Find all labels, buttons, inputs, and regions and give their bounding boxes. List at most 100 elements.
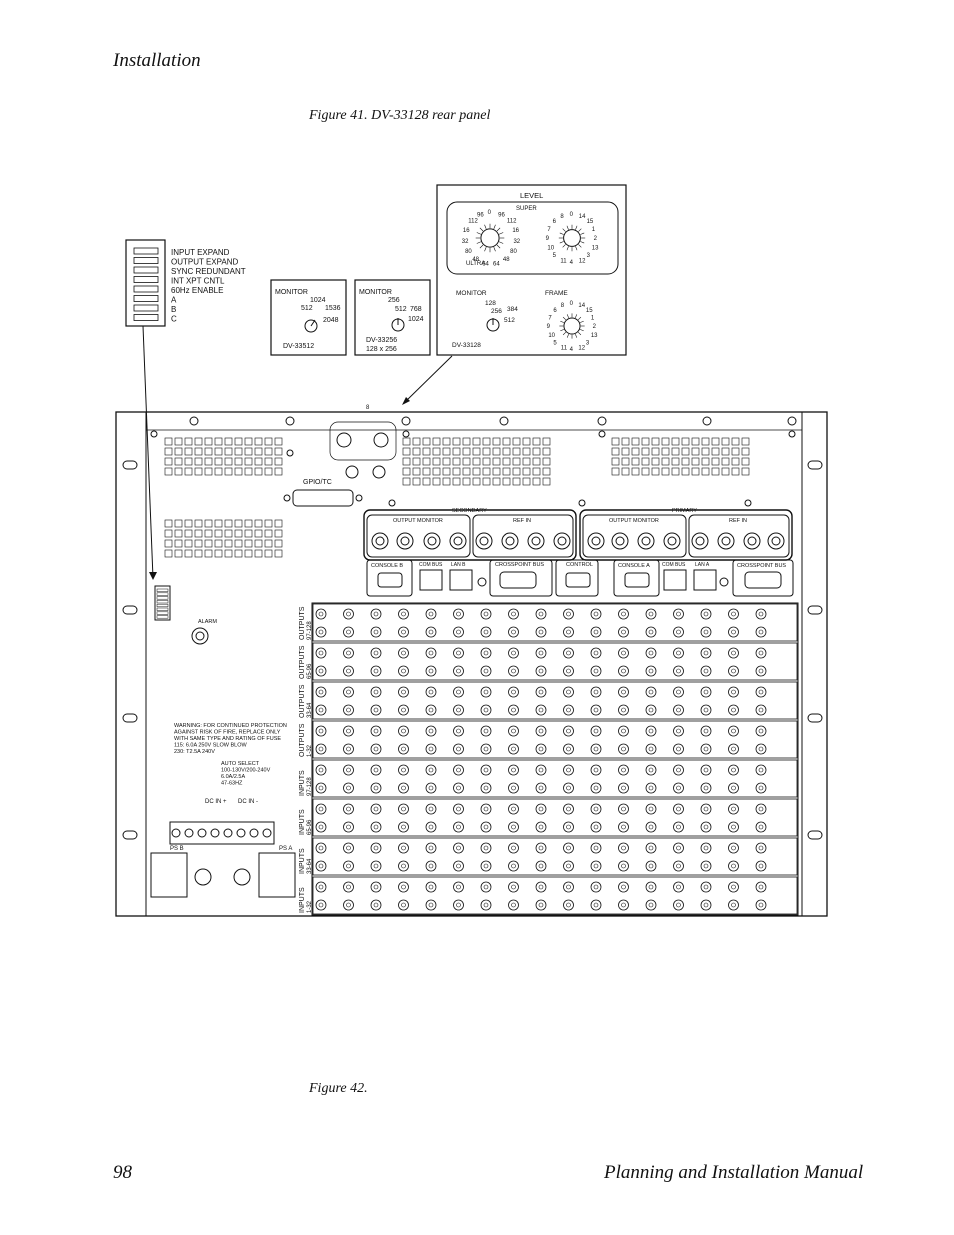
bnc-connector[interactable] (315, 842, 327, 854)
bnc-connector[interactable] (728, 782, 739, 794)
bnc-connector[interactable] (590, 821, 602, 833)
bnc-connector[interactable] (508, 782, 519, 794)
bnc-connector[interactable] (508, 860, 519, 872)
bnc-connector[interactable] (590, 608, 602, 620)
bnc-connector[interactable] (755, 725, 767, 737)
bnc-connector[interactable] (618, 842, 629, 854)
bnc-connector[interactable] (370, 899, 382, 911)
bnc-connector[interactable] (398, 803, 409, 815)
bnc-connector[interactable] (755, 842, 767, 854)
crosspoint-bus-a-port[interactable] (744, 571, 782, 589)
dip-switch[interactable] (133, 304, 159, 312)
bnc-connector[interactable] (343, 803, 354, 815)
bnc-connector[interactable] (535, 608, 547, 620)
bnc-connector[interactable] (728, 764, 739, 776)
bnc-connector[interactable] (425, 803, 437, 815)
bnc-connector[interactable] (645, 899, 657, 911)
bnc-connector[interactable] (590, 803, 602, 815)
bnc-connector[interactable] (563, 647, 574, 659)
bnc-connector[interactable] (618, 704, 629, 716)
bnc-connector[interactable] (755, 626, 767, 638)
bnc-connector[interactable] (343, 842, 354, 854)
bnc-connector[interactable] (535, 821, 547, 833)
bnc-connector[interactable] (343, 782, 354, 794)
bnc-connector[interactable] (673, 782, 684, 794)
dip-switch[interactable] (133, 285, 159, 293)
bnc-connector[interactable] (343, 665, 354, 677)
bnc-connector[interactable] (315, 860, 327, 872)
bnc-connector[interactable] (645, 860, 657, 872)
bnc-connector[interactable] (590, 704, 602, 716)
bnc-connector[interactable] (370, 704, 382, 716)
bnc-connector[interactable] (700, 899, 712, 911)
bnc-connector[interactable] (370, 821, 382, 833)
bnc-connector[interactable] (480, 899, 492, 911)
bnc-connector[interactable] (398, 743, 409, 755)
bnc-connector[interactable] (755, 608, 767, 620)
bnc-connector[interactable] (700, 764, 712, 776)
bnc-connector[interactable] (728, 704, 739, 716)
bnc-connector[interactable] (453, 686, 464, 698)
bnc-connector[interactable] (508, 647, 519, 659)
bnc-connector[interactable] (480, 725, 492, 737)
bnc-connector[interactable] (755, 803, 767, 815)
bnc-connector[interactable] (453, 881, 464, 893)
bnc-connector[interactable] (535, 743, 547, 755)
control-port[interactable] (565, 572, 591, 588)
dip-switch[interactable] (133, 247, 159, 255)
bnc-connector[interactable] (755, 899, 767, 911)
crosspoint-bus-b-port[interactable] (499, 571, 537, 589)
bnc-connector[interactable] (618, 725, 629, 737)
bnc-connector[interactable] (590, 764, 602, 776)
bnc-connector[interactable] (425, 860, 437, 872)
bnc-connector[interactable] (700, 686, 712, 698)
bnc-connector[interactable] (645, 881, 657, 893)
bnc-connector[interactable] (755, 782, 767, 794)
bnc-connector[interactable] (563, 842, 574, 854)
bnc-connector[interactable] (425, 647, 437, 659)
bnc-connector[interactable] (370, 647, 382, 659)
bnc-connector[interactable] (453, 725, 464, 737)
bnc-connector[interactable] (480, 842, 492, 854)
bnc-connector[interactable] (398, 899, 409, 911)
bnc-connector[interactable] (508, 725, 519, 737)
bnc-connector[interactable] (645, 704, 657, 716)
bnc-connector[interactable] (700, 803, 712, 815)
bnc-connector[interactable] (728, 725, 739, 737)
bnc-connector[interactable] (343, 686, 354, 698)
bnc-connector[interactable] (398, 608, 409, 620)
bnc-connector[interactable] (425, 821, 437, 833)
bnc-connector[interactable] (343, 704, 354, 716)
bnc-connector[interactable] (728, 803, 739, 815)
bnc-connector[interactable] (398, 647, 409, 659)
bnc-connector[interactable] (425, 899, 437, 911)
bnc-connector[interactable] (728, 821, 739, 833)
bnc-connector[interactable] (398, 842, 409, 854)
bnc-connector[interactable] (453, 782, 464, 794)
bnc-connector[interactable] (728, 626, 739, 638)
bnc-connector[interactable] (645, 686, 657, 698)
bnc-connector[interactable] (645, 803, 657, 815)
bnc-connector[interactable] (315, 725, 327, 737)
bnc-connector[interactable] (673, 881, 684, 893)
bnc-connector[interactable] (453, 803, 464, 815)
bnc-connector[interactable] (425, 782, 437, 794)
bnc-connector[interactable] (370, 764, 382, 776)
bnc-connector[interactable] (535, 704, 547, 716)
bnc-connector[interactable] (370, 860, 382, 872)
bnc-connector[interactable] (618, 743, 629, 755)
bnc-connector[interactable] (673, 821, 684, 833)
bnc-connector[interactable] (728, 608, 739, 620)
bnc-connector[interactable] (343, 881, 354, 893)
bnc-connector[interactable] (618, 881, 629, 893)
bnc-connector[interactable] (398, 686, 409, 698)
console-a-port[interactable] (624, 572, 650, 588)
bnc-connector[interactable] (508, 608, 519, 620)
bnc-connector[interactable] (700, 725, 712, 737)
bnc-connector[interactable] (425, 743, 437, 755)
bnc-connector[interactable] (453, 665, 464, 677)
bnc-connector[interactable] (480, 803, 492, 815)
bnc-connector[interactable] (590, 725, 602, 737)
bnc-connector[interactable] (425, 842, 437, 854)
bnc-connector[interactable] (535, 764, 547, 776)
